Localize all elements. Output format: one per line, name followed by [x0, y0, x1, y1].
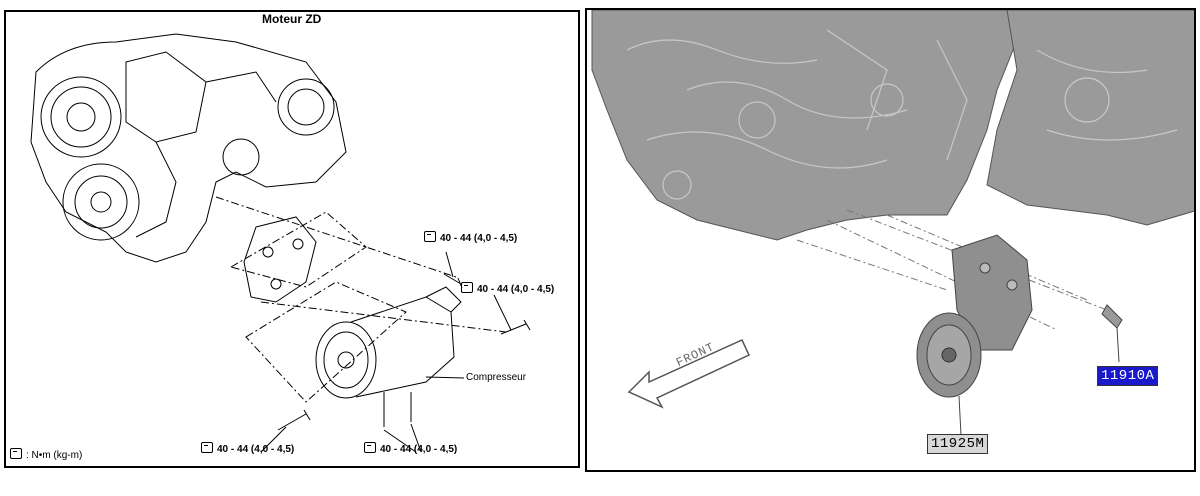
torque-wrench-icon: [364, 442, 376, 453]
part-code-bracket-bolt[interactable]: 11910A: [1097, 366, 1159, 386]
torque-label-lower-left: 40 - 44 (4,0 - 4,5): [201, 442, 294, 455]
torque-wrench-icon: [10, 448, 22, 459]
part-code-pulley[interactable]: 11925M: [927, 434, 989, 454]
engine-compressor-drawing: [30, 33, 531, 453]
right-diagram-panel: FRONT 11910A 11925M: [585, 8, 1196, 472]
left-diagram-panel: Moteur ZD 40 - 44 (4,0 - 4,5) 40 - 44 (4…: [4, 10, 580, 468]
torque-label-upper: 40 - 44 (4,0 - 4,5): [424, 231, 517, 244]
torque-label-right: 40 - 44 (4,0 - 4,5): [461, 282, 554, 295]
torque-wrench-icon: [461, 282, 473, 293]
compressor-label: Compresseur: [466, 372, 527, 383]
torque-wrench-icon: [424, 231, 436, 242]
front-arrow-icon: [627, 339, 750, 409]
diagram-title: Moteur ZD: [258, 12, 326, 26]
torque-label-lower-right: 40 - 44 (4,0 - 4,5): [364, 442, 457, 455]
engine-bracket-drawing: [591, 10, 1194, 436]
unit-legend: : N•m (kg-m): [10, 448, 82, 461]
torque-wrench-icon: [201, 442, 213, 453]
